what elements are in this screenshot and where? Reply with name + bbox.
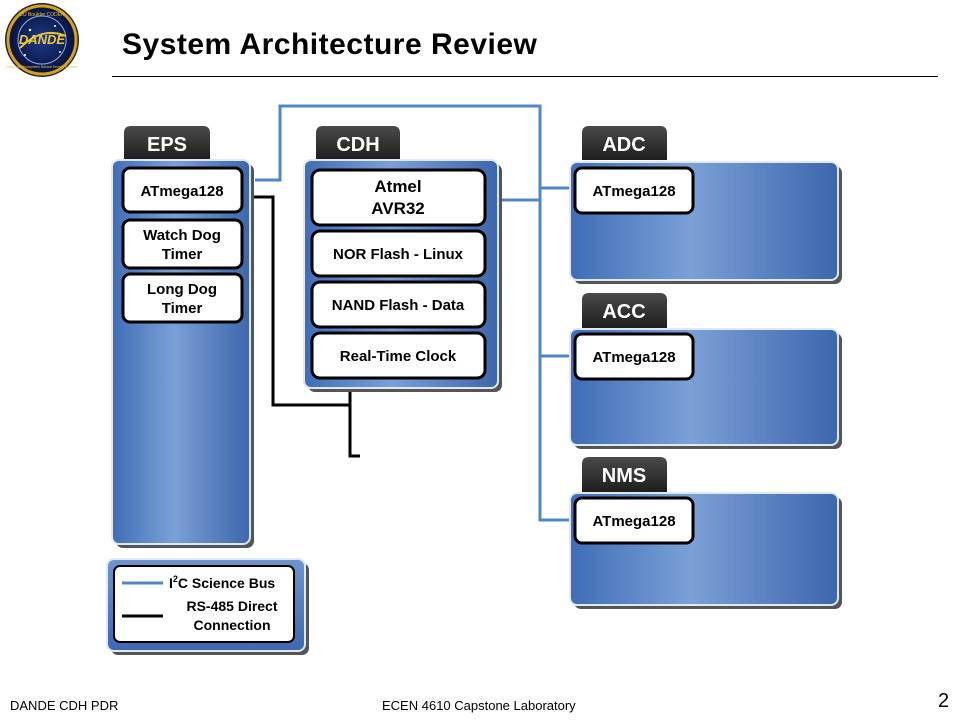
adc-label: ADC xyxy=(602,134,645,156)
logo-top-text: CU Boulder CODEN xyxy=(19,12,65,18)
cdh-tab xyxy=(316,126,400,160)
dande-logo: DANDE CU Boulder CODEN Drag and Atmosphe… xyxy=(5,3,79,77)
svg-text:NAND Flash - Data: NAND Flash - Data xyxy=(332,297,465,314)
svg-text:ATmega128: ATmega128 xyxy=(140,183,223,200)
svg-text:Watch Dog: Watch Dog xyxy=(143,227,221,244)
adc-module: ADC ATmega128 xyxy=(569,126,842,284)
svg-text:Timer: Timer xyxy=(162,300,203,317)
legend-rs485-line1: RS-485 Direct xyxy=(186,598,277,614)
nms-label: NMS xyxy=(602,465,646,487)
svg-text:Real-Time Clock: Real-Time Clock xyxy=(340,348,457,365)
page-number: 2 xyxy=(938,690,950,712)
nms-module: NMS ATmega128 xyxy=(569,457,842,609)
cdh-label: CDH xyxy=(336,134,379,156)
svg-text:ATmega128: ATmega128 xyxy=(592,349,675,366)
cdh-item-atmel-avr32: Atmel AVR32 xyxy=(310,168,487,227)
eps-panel xyxy=(111,159,251,545)
i2c-bus-main xyxy=(255,104,572,522)
acc-label: ACC xyxy=(602,301,645,323)
cdh-module: CDH Atmel AVR32 NOR Flash - Linux NAND F… xyxy=(303,126,502,392)
rs485-lines xyxy=(252,195,360,458)
nms-item-atmega128: ATmega128 xyxy=(573,496,695,545)
logo-main-text: DANDE xyxy=(19,32,66,47)
rs485-eps-cdh xyxy=(252,195,350,407)
svg-text:Timer: Timer xyxy=(162,246,203,263)
svg-text:ATmega128: ATmega128 xyxy=(592,183,675,200)
cdh-item-nand-flash: NAND Flash - Data xyxy=(310,280,487,329)
svg-text:NOR Flash - Linux: NOR Flash - Linux xyxy=(333,246,464,263)
svg-text:Atmel: Atmel xyxy=(374,177,421,196)
eps-item-atmega128: ATmega128 xyxy=(121,166,244,214)
rs485-cdh-stub xyxy=(348,382,360,458)
footer-center: ECEN 4610 Capstone Laboratory xyxy=(382,698,576,713)
footer-left: DANDE CDH PDR xyxy=(10,698,119,713)
legend-rs485-line2: Connection xyxy=(194,617,271,633)
cdh-item-nor-flash: NOR Flash - Linux xyxy=(310,229,487,278)
eps-module: EPS ATmega128 Watch Dog Timer Long Dog T… xyxy=(111,126,254,548)
title-rule xyxy=(112,76,938,77)
legend-i2c-label: I2C Science Bus xyxy=(169,574,275,591)
svg-text:ATmega128: ATmega128 xyxy=(592,513,675,530)
legend: I2C Science Bus RS-485 Direct Connection xyxy=(106,558,309,655)
eps-label: EPS xyxy=(147,134,187,156)
eps-item-watch-dog-timer: Watch Dog Timer xyxy=(121,218,244,270)
svg-text:Long Dog: Long Dog xyxy=(147,281,217,298)
eps-item-long-dog-timer: Long Dog Timer xyxy=(121,272,244,324)
logo-bottom-text: Drag and Atmospheric Neutral Density Exp… xyxy=(6,65,78,69)
eps-tab xyxy=(124,126,210,160)
adc-item-atmega128: ATmega128 xyxy=(573,166,695,215)
i2c-bus-lines xyxy=(255,104,572,522)
acc-item-atmega128: ATmega128 xyxy=(573,332,695,381)
acc-module: ACC ATmega128 xyxy=(569,293,842,449)
cdh-item-real-time-clock: Real-Time Clock xyxy=(310,331,487,380)
svg-text:AVR32: AVR32 xyxy=(371,199,425,218)
slide-title: System Architecture Review xyxy=(122,28,538,61)
